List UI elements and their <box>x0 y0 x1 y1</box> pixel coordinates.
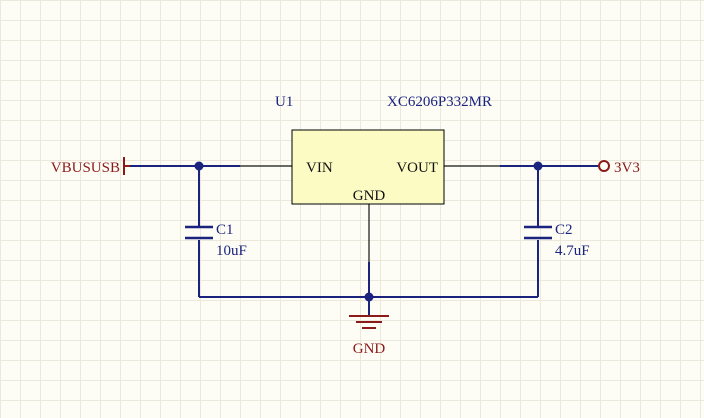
u1-pin-vout-label: VOUT <box>396 160 438 176</box>
gnd-power-port[interactable] <box>349 315 389 329</box>
3v3-net-label: 3V3 <box>614 160 640 176</box>
u1-pin-gnd-label: GND <box>353 188 386 204</box>
c2-capacitor-symbol[interactable] <box>524 225 552 240</box>
c1-designator: C1 <box>216 222 234 238</box>
3v3-power-port[interactable] <box>598 160 610 172</box>
c2-value: 4.7uF <box>555 243 590 259</box>
u1-part-number: XC6206P332MR <box>387 94 492 110</box>
vbususb-power-port[interactable] <box>123 157 130 175</box>
gnd-net-label: GND <box>353 341 386 357</box>
u1-pin-lines <box>240 165 500 262</box>
c1-value: 10uF <box>216 243 247 259</box>
u1-designator: U1 <box>275 94 293 110</box>
3v3-circle-symbol <box>598 160 610 172</box>
c1-capacitor-symbol[interactable] <box>185 225 213 240</box>
u1-regulator-body[interactable] <box>291 129 445 205</box>
junction-dot-vout <box>533 161 543 171</box>
vbususb-net-label: VBUSUSB <box>51 160 120 176</box>
junction-dot-gnd <box>364 292 374 302</box>
c2-designator: C2 <box>555 222 573 238</box>
junctions <box>194 161 543 302</box>
u1-pin-vin-label: VIN <box>306 160 333 176</box>
junction-dot-vin <box>194 161 204 171</box>
